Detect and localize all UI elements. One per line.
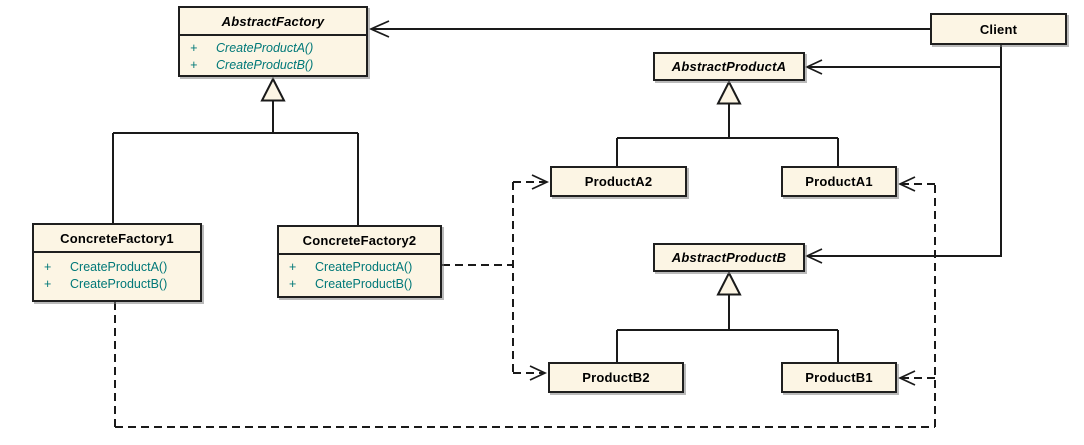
- association-client-abstractproducta: [804, 45, 1002, 264]
- method-row: + CreateProductA(): [188, 40, 358, 57]
- method-row: + CreateProductA(): [42, 259, 192, 276]
- association-client-abstractfactory: [368, 20, 930, 38]
- class-title: ProductA1: [805, 174, 873, 189]
- method-row: + CreateProductA(): [287, 259, 432, 276]
- generalization-products-a: [616, 79, 839, 166]
- method-visibility: +: [190, 58, 198, 72]
- class-title: ProductA2: [584, 174, 653, 189]
- class-methods: + CreateProductA() + CreateProductB(): [279, 253, 440, 293]
- class-methods: + CreateProductA() + CreateProductB(): [34, 251, 200, 293]
- class-title: AbstractProductA: [671, 59, 787, 74]
- class-title: Client: [979, 21, 1018, 37]
- generalization-factories: [112, 76, 359, 225]
- method-signature: CreateProductA(): [216, 41, 314, 55]
- class-methods: + CreateProductA() + CreateProductB(): [180, 34, 366, 74]
- method-visibility: +: [44, 260, 52, 274]
- class-product-b2: ProductB2: [548, 362, 684, 393]
- class-title: ProductB2: [582, 370, 650, 385]
- method-signature: CreateProductB(): [315, 277, 413, 291]
- method-row: + CreateProductB(): [188, 57, 358, 74]
- class-title: AbstractProductB: [671, 250, 787, 265]
- class-product-a2: ProductA2: [550, 166, 687, 197]
- class-concrete-factory2: ConcreteFactory2 + CreateProductA() + Crea…: [277, 225, 442, 298]
- class-title: ProductB1: [805, 370, 873, 385]
- method-signature: CreateProductA(): [70, 260, 168, 274]
- class-title: ConcreteFactory1: [60, 230, 174, 246]
- class-product-a1: ProductA1: [781, 166, 897, 197]
- class-product-b1: ProductB1: [781, 362, 897, 393]
- method-visibility: +: [190, 41, 198, 55]
- class-concrete-factory1: ConcreteFactory1 + CreateProductA() + Crea…: [32, 223, 202, 302]
- method-visibility: +: [289, 260, 297, 274]
- method-signature: CreateProductB(): [216, 58, 314, 72]
- class-abstract-product-a: AbstractProductA: [653, 52, 805, 81]
- class-abstract-product-b: AbstractProductB: [653, 243, 805, 272]
- class-client: Client: [930, 13, 1067, 45]
- class-abstract-factory: AbstractFactory + CreateProductA() + Creat…: [178, 6, 368, 77]
- method-visibility: +: [44, 277, 52, 291]
- dependency-concretefactory1-products: [114, 176, 936, 428]
- method-row: + CreateProductB(): [42, 276, 192, 293]
- class-title: AbstractFactory: [221, 13, 325, 29]
- dependency-concretefactory2-products: [442, 174, 550, 381]
- class-title: ConcreteFactory2: [302, 232, 417, 248]
- method-signature: CreateProductA(): [315, 260, 413, 274]
- generalization-products-b: [616, 270, 839, 362]
- method-row: + CreateProductB(): [287, 276, 432, 293]
- method-signature: CreateProductB(): [70, 277, 168, 291]
- method-visibility: +: [289, 277, 297, 291]
